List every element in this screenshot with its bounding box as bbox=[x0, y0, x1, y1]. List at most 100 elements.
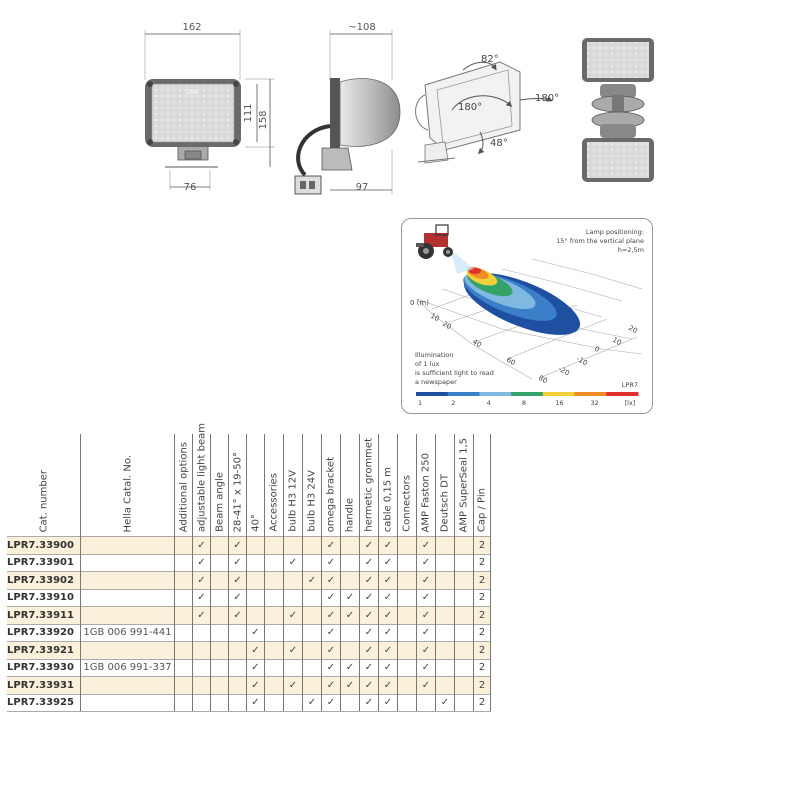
check-mark: ✓ bbox=[378, 623, 398, 642]
side-view-drawing bbox=[294, 30, 401, 195]
check-mark: ✓ bbox=[283, 606, 303, 624]
empty-cell bbox=[174, 553, 193, 572]
empty-cell bbox=[246, 536, 265, 554]
column-header: adjustable light beam bbox=[192, 423, 211, 537]
empty-cell bbox=[435, 553, 455, 572]
empty-cell bbox=[264, 641, 284, 659]
angle-down: 48° bbox=[490, 138, 508, 149]
x-tick-10: 10 bbox=[429, 312, 441, 323]
check-mark: ✓ bbox=[416, 606, 436, 624]
column-header-label: bulb H3 12V bbox=[287, 470, 299, 532]
check-mark: ✓ bbox=[359, 676, 379, 694]
column-header-label: Connectors bbox=[401, 475, 413, 532]
empty-cell bbox=[174, 606, 193, 624]
check-mark: ✓ bbox=[302, 693, 322, 712]
hella-number bbox=[80, 588, 175, 607]
check-mark: ✓ bbox=[321, 571, 341, 589]
model-label: LPR7 bbox=[622, 381, 638, 389]
column-header: Cap / Pin bbox=[473, 434, 491, 537]
empty-cell bbox=[192, 658, 211, 677]
check-mark: ✓ bbox=[416, 536, 436, 554]
check-mark: ✓ bbox=[321, 536, 341, 554]
empty-cell bbox=[302, 623, 322, 642]
check-mark: ✓ bbox=[359, 641, 379, 659]
empty-cell bbox=[210, 588, 229, 607]
empty-cell bbox=[435, 606, 455, 624]
empty-cell bbox=[283, 571, 303, 589]
empty-cell bbox=[174, 676, 193, 694]
check-mark: ✓ bbox=[192, 536, 211, 554]
y-tick-20: 20 bbox=[627, 324, 639, 335]
y-tick-10: 10 bbox=[611, 336, 623, 347]
check-mark: ✓ bbox=[416, 571, 436, 589]
column-header-label: Additional options bbox=[178, 441, 189, 532]
empty-cell bbox=[210, 676, 229, 694]
check-mark: ✓ bbox=[228, 536, 247, 554]
empty-cell bbox=[302, 658, 322, 677]
empty-cell bbox=[174, 571, 193, 589]
column-header: 40° bbox=[246, 434, 265, 537]
empty-cell bbox=[302, 676, 322, 694]
column-header-label: Accessories bbox=[268, 473, 280, 532]
positioning-line2: h=2,5m bbox=[618, 246, 644, 254]
hella-number: 1GB 006 991-441 bbox=[80, 623, 175, 642]
scale-segment bbox=[447, 392, 480, 396]
check-mark: ✓ bbox=[416, 658, 436, 677]
scale-label: 16 bbox=[555, 399, 563, 407]
check-mark: ✓ bbox=[283, 641, 303, 659]
check-mark: ✓ bbox=[378, 536, 398, 554]
column-header-label: 40° bbox=[250, 514, 261, 532]
empty-cell bbox=[228, 623, 247, 642]
x-tick-80: 80 bbox=[537, 374, 549, 385]
table-row: LPR7.33902✓✓✓✓✓✓✓2 bbox=[7, 571, 491, 589]
empty-cell bbox=[454, 536, 474, 554]
cat-number: LPR7.33925 bbox=[7, 693, 81, 712]
check-mark: ✓ bbox=[416, 588, 436, 607]
x-tick-20: 20 bbox=[441, 320, 453, 331]
empty-cell bbox=[340, 553, 360, 572]
y-tick-0: 0 bbox=[593, 345, 601, 354]
check-mark: ✓ bbox=[246, 676, 265, 694]
empty-cell bbox=[174, 658, 193, 677]
scale-label: 32 bbox=[591, 399, 599, 407]
hella-number bbox=[80, 693, 175, 712]
column-header-label: 28-41° x 19-50° bbox=[232, 451, 243, 532]
check-mark: ✓ bbox=[321, 693, 341, 712]
check-mark: ✓ bbox=[321, 676, 341, 694]
empty-cell bbox=[454, 606, 474, 624]
scale-label: [lx] bbox=[625, 399, 636, 407]
scale-label: 2 bbox=[451, 399, 455, 407]
empty-cell bbox=[435, 658, 455, 677]
dim-base: 76 bbox=[184, 182, 197, 193]
empty-cell bbox=[264, 623, 284, 642]
empty-cell bbox=[435, 571, 455, 589]
table-row: LPR7.33901✓✓✓✓✓✓✓2 bbox=[7, 553, 491, 572]
check-mark: ✓ bbox=[378, 676, 398, 694]
empty-cell bbox=[283, 623, 303, 642]
column-header-label: Deutsch DT bbox=[439, 473, 451, 532]
cell-value: 2 bbox=[473, 693, 491, 712]
check-mark: ✓ bbox=[359, 536, 379, 554]
scale-label: 4 bbox=[487, 399, 491, 407]
empty-cell bbox=[228, 658, 247, 677]
x-tick-40: 40 bbox=[471, 338, 483, 349]
empty-cell bbox=[340, 571, 360, 589]
empty-cell bbox=[174, 623, 193, 642]
check-mark: ✓ bbox=[228, 606, 247, 624]
column-header: Cat. number bbox=[7, 434, 81, 537]
empty-cell bbox=[416, 693, 436, 712]
check-mark: ✓ bbox=[378, 606, 398, 624]
column-header-label: handle bbox=[344, 497, 356, 532]
empty-cell bbox=[246, 606, 265, 624]
check-mark: ✓ bbox=[416, 623, 436, 642]
empty-cell bbox=[210, 553, 229, 572]
check-mark: ✓ bbox=[416, 553, 436, 572]
check-mark: ✓ bbox=[246, 641, 265, 659]
check-mark: ✓ bbox=[321, 553, 341, 572]
cell-value: 2 bbox=[473, 641, 491, 659]
column-header: bulb H3 12V bbox=[283, 434, 303, 537]
column-header: Deutsch DT bbox=[435, 434, 455, 537]
adjustment-angle-drawing bbox=[415, 61, 553, 164]
caption-line-1: Illumination bbox=[415, 351, 453, 359]
column-header: AMP SuperSeal 1,5 bbox=[454, 434, 474, 537]
